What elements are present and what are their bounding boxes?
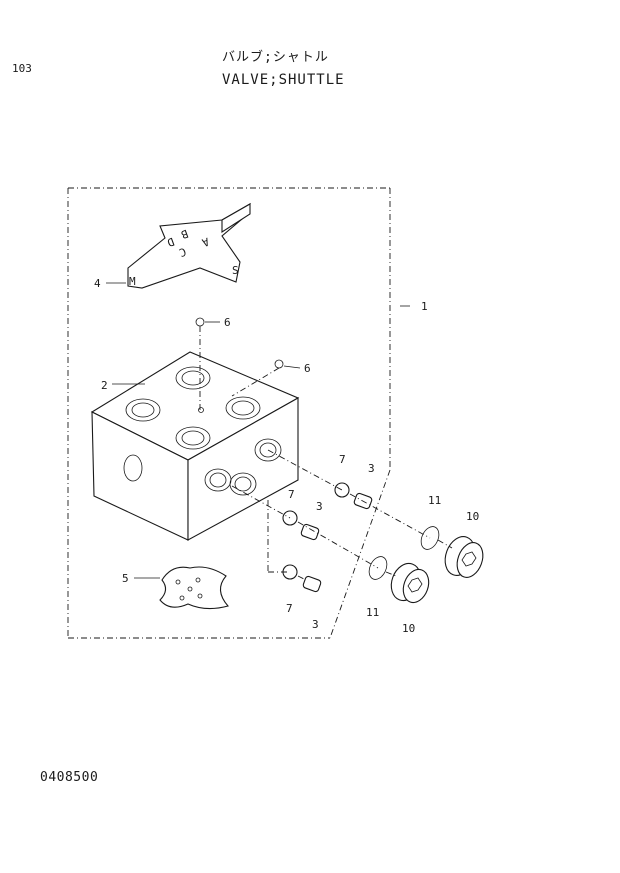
callout-3a: 3 [368, 462, 375, 475]
callout-6a: 6 [224, 316, 231, 329]
assembly-boundary [67, 187, 391, 639]
plate-mark-b: B [179, 227, 190, 242]
title-japanese: バルブ;シャトル [222, 50, 329, 65]
nameplate-icon: M S D C B A [127, 202, 251, 289]
callout-4: 4 [94, 277, 101, 290]
plate-mark-d: D [165, 235, 176, 249]
callout-10b: 10 [402, 622, 415, 635]
callout-1: 1 [421, 300, 428, 313]
gasket-icon [159, 566, 229, 610]
callout-2: 2 [101, 379, 108, 392]
callout-11a: 11 [428, 494, 441, 507]
callout-3b: 3 [316, 500, 323, 513]
title-english: VALVE;SHUTTLE [222, 72, 345, 88]
plate-mark-a: A [200, 235, 211, 250]
callout-10a: 10 [466, 510, 479, 523]
o-ring-icon [368, 526, 440, 580]
hex-socket-plug-icon [390, 536, 484, 604]
callout-7b: 7 [288, 488, 295, 501]
drawing-number: 0408500 [40, 770, 99, 785]
callout-leaders [106, 282, 410, 579]
callout-6b: 6 [304, 362, 311, 375]
callout-5: 5 [122, 572, 129, 585]
plate-mark-m: M [129, 275, 136, 288]
assembly-centerlines [199, 326, 453, 581]
callout-3c: 3 [312, 618, 319, 631]
plate-mark-s: S [232, 264, 239, 277]
plate-mark-c: C [177, 245, 188, 259]
callout-7a: 7 [339, 453, 346, 466]
shuttle-valve-block-icon [90, 351, 300, 541]
callout-11b: 11 [366, 606, 379, 619]
page-number: 103 [12, 62, 32, 75]
seat-plug-icon [300, 492, 373, 593]
callout-7c: 7 [286, 602, 293, 615]
